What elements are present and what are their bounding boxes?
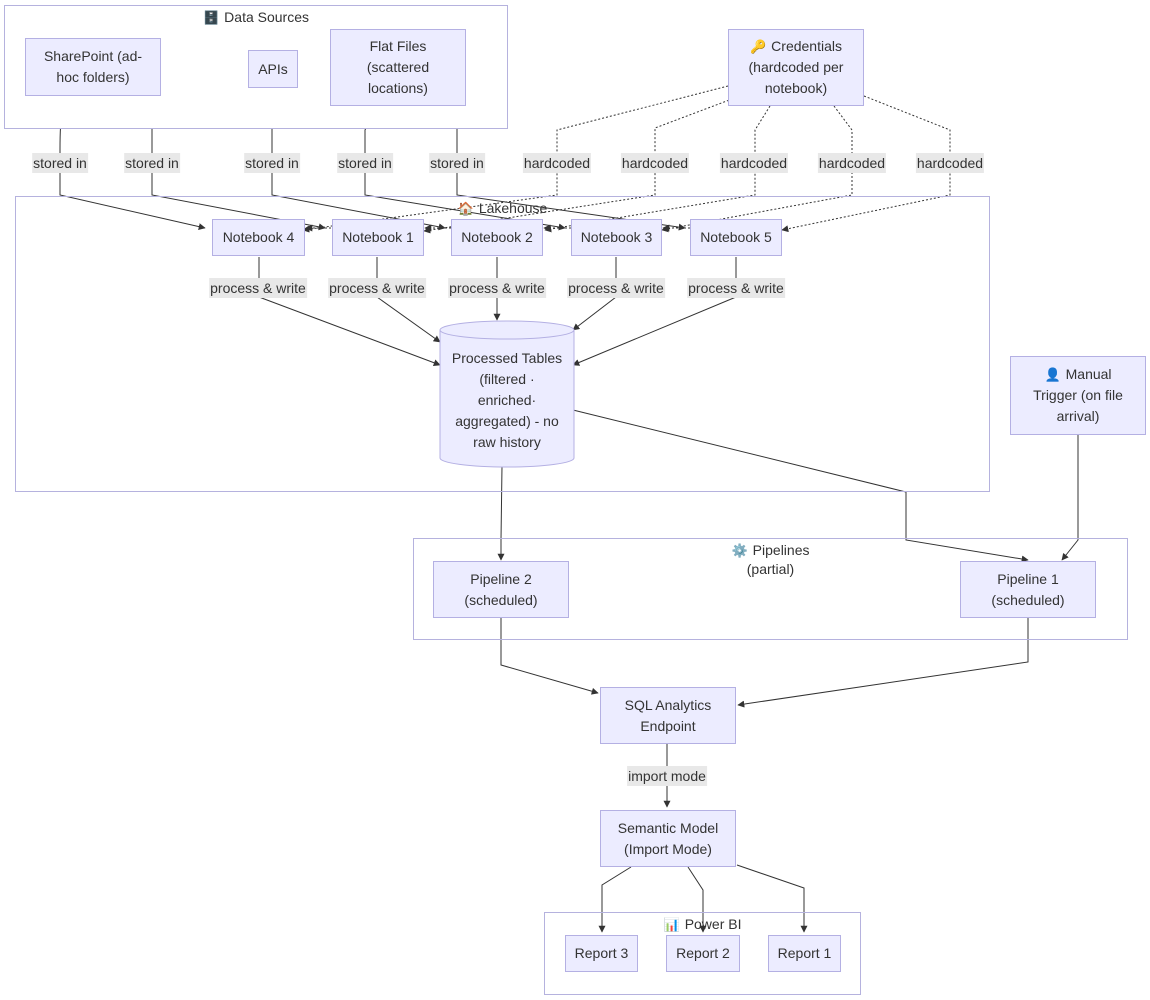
- edge-semantic-report2: [687, 866, 707, 933]
- cluster-power-bi: 📊Power BI: [544, 912, 861, 995]
- edge-label-process-write: process & write: [328, 278, 426, 298]
- node-pipeline1[interactable]: Pipeline 1(scheduled): [960, 561, 1096, 618]
- cluster-pipelines: ⚙️Pipelines (partial): [413, 538, 1128, 640]
- edge-label-process-write: process & write: [687, 278, 785, 298]
- edge-label-hardcoded: hardcoded: [719, 153, 789, 173]
- edge-label-stored-in: stored in: [337, 153, 393, 173]
- edge-label-hardcoded: hardcoded: [915, 153, 985, 173]
- node-apis[interactable]: APIs: [248, 50, 298, 88]
- processed-tables-label: Processed Tables (filtered · enriched· a…: [451, 350, 563, 450]
- node-notebook3[interactable]: Notebook 3: [571, 219, 662, 256]
- node-notebook2[interactable]: Notebook 2: [451, 219, 543, 256]
- edge-pipeline1-sql: [737, 618, 1029, 708]
- edge-label-stored-in: stored in: [124, 153, 180, 173]
- edge-tables-pipeline2: [497, 465, 505, 561]
- edge-label-stored-in: stored in: [244, 153, 300, 173]
- cluster-lakehouse: 🏠Lakehouse: [15, 196, 990, 492]
- edge-semantic-report1: [736, 864, 808, 933]
- bar-chart-icon: 📊: [663, 917, 680, 932]
- database-icon: 🗄️: [202, 10, 220, 25]
- edge-label-import-mode: import mode: [627, 766, 707, 786]
- cluster-title: ⚙️Pipelines (partial): [731, 542, 810, 577]
- node-notebook4[interactable]: Notebook 4: [212, 219, 305, 256]
- key-icon: 🔑: [749, 39, 767, 54]
- cluster-title: 📊Power BI: [663, 916, 742, 932]
- cluster-title: 🗄️Data Sources: [202, 9, 309, 25]
- edge-label-hardcoded: hardcoded: [522, 153, 592, 173]
- edge-trigger-pipeline1: [1061, 435, 1079, 561]
- node-notebook5[interactable]: Notebook 5: [690, 219, 782, 256]
- node-report1[interactable]: Report 1: [768, 935, 841, 972]
- node-pipeline2[interactable]: Pipeline 2(scheduled): [433, 561, 569, 618]
- node-semantic-model[interactable]: Semantic Model(Import Mode): [600, 810, 736, 867]
- node-report3[interactable]: Report 3: [565, 935, 638, 972]
- edge-label-process-write: process & write: [209, 278, 307, 298]
- edge-label-hardcoded: hardcoded: [817, 153, 887, 173]
- cluster-title: 🏠Lakehouse: [457, 200, 548, 216]
- edge-label-process-write: process & write: [567, 278, 665, 298]
- gear-icon: ⚙️: [731, 543, 748, 558]
- node-processed-tables[interactable]: [439, 320, 575, 470]
- edge-label-hardcoded: hardcoded: [620, 153, 690, 173]
- edge-semantic-report3: [598, 866, 632, 933]
- node-report2[interactable]: Report 2: [666, 935, 740, 972]
- node-sharepoint[interactable]: SharePoint (ad-hoc folders): [25, 38, 161, 96]
- user-icon: 👤: [1044, 367, 1061, 382]
- edge-tables-pipeline1: [572, 409, 1029, 563]
- edge-label-stored-in: stored in: [429, 153, 485, 173]
- edge-label-stored-in: stored in: [32, 153, 88, 173]
- house-icon: 🏠: [457, 201, 474, 216]
- edge-label-process-write: process & write: [448, 278, 546, 298]
- node-notebook1[interactable]: Notebook 1: [332, 219, 424, 256]
- edge-pipeline2-sql: [500, 618, 599, 695]
